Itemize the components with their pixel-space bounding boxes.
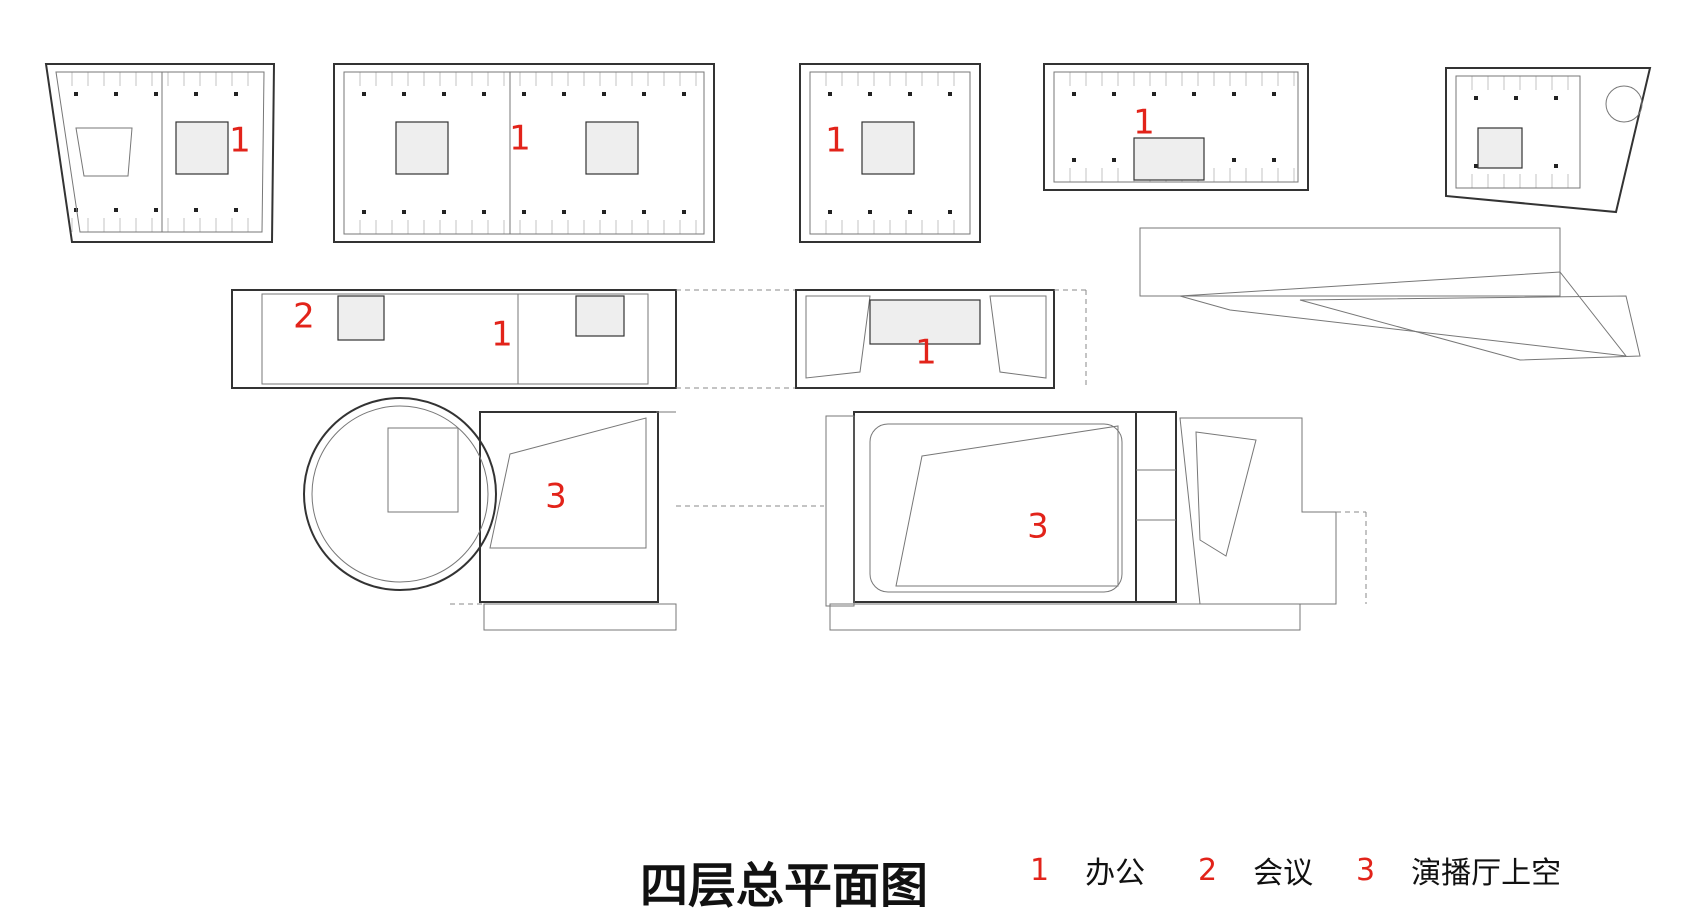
structural-column (682, 210, 686, 214)
structural-column (1272, 92, 1276, 96)
tower-b (333, 63, 715, 243)
structural-column (154, 92, 158, 96)
label-tower-d: 1 (1133, 103, 1155, 143)
structural-column (828, 92, 832, 96)
hall-left (303, 397, 677, 631)
label-podium-left-meeting: 2 (293, 297, 315, 337)
structural-column (154, 208, 158, 212)
label-tower-c: 1 (825, 121, 847, 161)
structural-column (1112, 92, 1116, 96)
structural-column (522, 210, 526, 214)
structural-column (1152, 92, 1156, 96)
structural-column (828, 210, 832, 214)
label-tower-a: 1 (229, 121, 251, 161)
legend-text: 演播厅上空 (1411, 856, 1562, 891)
tower-d (1043, 63, 1309, 191)
structural-column (1192, 92, 1196, 96)
structural-column (402, 210, 406, 214)
label-hall-left: 3 (545, 477, 567, 517)
structural-column (1232, 92, 1236, 96)
legend-text: 办公 (1085, 856, 1146, 891)
roof-plan (1139, 227, 1641, 361)
structural-column (1072, 92, 1076, 96)
structural-column (1474, 96, 1478, 100)
structural-column (74, 92, 78, 96)
structural-column (948, 92, 952, 96)
legend-number: 2 (1198, 852, 1218, 888)
structural-column (602, 210, 606, 214)
label-hall-right: 3 (1027, 507, 1049, 547)
structural-column (1554, 164, 1558, 168)
structural-column (642, 210, 646, 214)
structural-column (602, 92, 606, 96)
structural-column (442, 92, 446, 96)
structural-column (362, 92, 366, 96)
structural-column (682, 92, 686, 96)
structural-column (642, 92, 646, 96)
structural-column (234, 208, 238, 212)
legend-item-3: 3 演播厅上空 (1356, 850, 1562, 892)
structural-column (442, 210, 446, 214)
structural-column (234, 92, 238, 96)
structural-column (522, 92, 526, 96)
structural-column (1514, 96, 1518, 100)
tower-a (44, 63, 276, 243)
structural-column (402, 92, 406, 96)
structural-column (114, 92, 118, 96)
structural-column (948, 210, 952, 214)
legend-item-2: 2 会议 (1198, 850, 1314, 892)
structural-column (562, 210, 566, 214)
label-podium-right-office: 1 (915, 333, 937, 373)
legend-number: 3 (1356, 852, 1376, 888)
structural-column (482, 210, 486, 214)
structural-column (74, 208, 78, 212)
structural-column (868, 210, 872, 214)
tower-c (799, 63, 981, 243)
structural-column (362, 210, 366, 214)
structural-column (562, 92, 566, 96)
structural-column (1112, 158, 1116, 162)
structural-column (908, 210, 912, 214)
hall-right (825, 411, 1367, 631)
legend-item-1: 1 办公 (1030, 850, 1146, 892)
structural-column (868, 92, 872, 96)
legend-text: 会议 (1253, 856, 1314, 891)
structural-column (1554, 96, 1558, 100)
structural-column (1232, 158, 1236, 162)
structural-column (1072, 158, 1076, 162)
structural-column (1272, 158, 1276, 162)
label-podium-left-office: 1 (491, 315, 513, 355)
structural-column (114, 208, 118, 212)
structural-column (194, 92, 198, 96)
structural-column (482, 92, 486, 96)
structural-column (1474, 164, 1478, 168)
drawing-title: 四层总平面图 (640, 858, 929, 914)
podium-left (231, 289, 677, 389)
structural-column (908, 92, 912, 96)
tower-e (1445, 67, 1652, 214)
structural-column (194, 208, 198, 212)
label-tower-b: 1 (509, 119, 531, 159)
legend-number: 1 (1030, 852, 1050, 888)
floor-plan-drawing: 1 1 1 1 1 2 1 3 3 (44, 63, 1652, 631)
podium-right (795, 289, 1087, 389)
